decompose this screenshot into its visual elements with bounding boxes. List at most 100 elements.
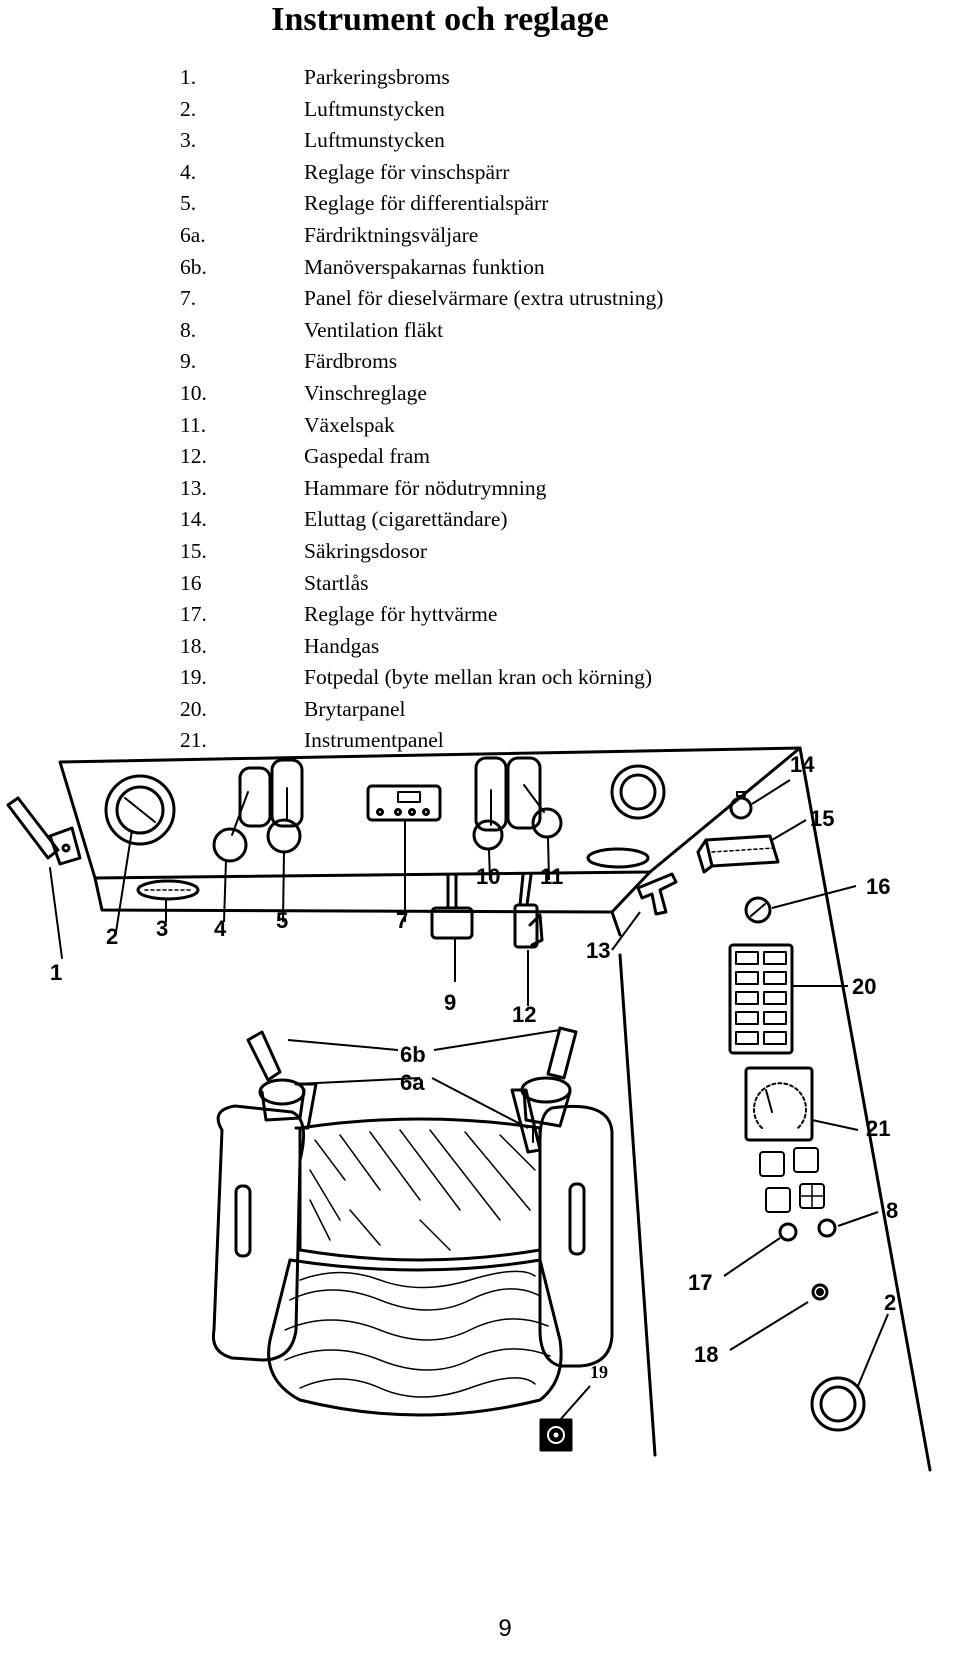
legend-item-number: 1. <box>180 65 197 89</box>
callout-20: 20 <box>852 974 876 999</box>
legend-item-text: Färdbroms <box>304 349 398 374</box>
legend-item-text: Brytarpanel <box>304 696 406 721</box>
ventilation-fan-control <box>817 1218 837 1238</box>
legend-item-number: 21. <box>180 728 207 753</box>
legend-item: 12. Gaspedal fram <box>180 441 663 473</box>
callout-13: 13 <box>586 938 610 963</box>
legend-item-text: Eluttag (cigarettändare) <box>304 507 508 532</box>
legend-item-number: 9. <box>180 349 197 374</box>
legend-item: 2.Luftmunstycken <box>180 94 663 126</box>
accelerator-pedal <box>513 873 544 949</box>
legend-item: 16 Startlås <box>180 568 663 600</box>
legend-item: 8. Ventilation fläkt <box>180 315 663 347</box>
legend-item-text: Reglage för vinschspärr <box>304 159 510 184</box>
legend-item: 21.Instrumentpanel <box>180 725 663 757</box>
legend-item-number: 15. <box>180 538 207 563</box>
legend-item-number: 6b. <box>180 254 207 279</box>
callout-11: 11 <box>540 864 563 889</box>
emergency-hammer <box>636 872 678 916</box>
legend-item: 20. Brytarpanel <box>180 694 663 726</box>
air-vent-slot-right <box>586 847 650 869</box>
air-vent-slot <box>136 879 200 901</box>
callout-2-console: 2 <box>884 1290 896 1315</box>
seat-texture <box>284 1129 551 1398</box>
legend-item-text: Reglage för differentialspärr <box>304 191 549 216</box>
legend-item-text: Gaspedal fram <box>304 444 430 469</box>
instrument-panel <box>744 1066 825 1213</box>
legend-item: 7. Panel för dieselvärmare (extra utrustn… <box>180 283 663 315</box>
legend-item-number: 18. <box>180 633 207 658</box>
legend-item-text: Säkringsdosor <box>304 538 428 563</box>
ignition-lock <box>744 896 772 924</box>
legend-item-number: 11. <box>180 412 207 437</box>
callout-17: 17 <box>688 1270 712 1295</box>
legend-item-number: 8. <box>180 317 197 342</box>
legend-item: 17. Reglage för hyttvärme <box>180 599 663 631</box>
callout-6b: 6b <box>400 1042 426 1067</box>
legend-item: 11. Växelspak <box>180 410 663 442</box>
legend-item-number: 5. <box>180 191 197 216</box>
legend-item-text: Luftmunstycken <box>304 128 445 153</box>
legend-item-text: Ventilation fläkt <box>304 317 444 342</box>
legend-item-text: Startlås <box>304 570 369 595</box>
legend-item: 4.Reglage för vinschspärr <box>180 157 663 189</box>
legend-item: 14. Eluttag (cigarettändare) <box>180 504 663 536</box>
legend-item: 1.Parkeringsbroms <box>180 62 663 94</box>
legend-item: 15. Säkringsdosor <box>180 536 663 568</box>
callout-7: 7 <box>396 908 408 933</box>
legend-item: 5. Reglage för differentialspärr <box>180 188 663 220</box>
switch-panel <box>728 943 794 1055</box>
legend-item-number: 17. <box>180 602 207 627</box>
callout-5: 5 <box>276 908 288 933</box>
legend-item-number: 14. <box>180 507 207 532</box>
differential-lock-control <box>266 758 304 854</box>
callout-15: 15 <box>810 806 834 831</box>
legend-item-text: Vinschreglage <box>304 380 427 405</box>
heater-control <box>778 1222 798 1242</box>
dashboard-outline <box>58 746 932 1472</box>
page-title: Instrument och reglage <box>271 1 609 38</box>
winch-control-lever <box>472 756 508 851</box>
parking-brake-lever <box>6 796 82 959</box>
callout-4: 4 <box>214 916 227 941</box>
callout-12: 12 <box>512 1002 536 1027</box>
gear-lever <box>506 756 563 839</box>
legend-item-number: 16 <box>180 570 202 595</box>
callout-2: 2 <box>106 924 118 949</box>
callout-10: 10 <box>476 864 500 889</box>
fuse-box <box>696 834 780 874</box>
legend-item-text: Handgas <box>304 633 380 658</box>
legend-item-number: 13. <box>180 475 207 500</box>
air-vent-console <box>810 1376 866 1432</box>
legend-item: 9. Färdbroms <box>180 346 663 378</box>
callout-1: 1 <box>50 960 62 985</box>
operator-seat <box>211 1104 614 1417</box>
legend-item-text: Fotpedal (byte mellan kran och körning) <box>304 665 653 690</box>
legend-item-text: Reglage för hyttvärme <box>304 602 498 627</box>
legend-item: 6b.Manöverspakarnas funktion <box>180 252 663 284</box>
legend-item-text: Luftmunstycken <box>304 96 445 121</box>
callout-16: 16 <box>866 874 890 899</box>
legend-item-number: 7. <box>180 286 197 311</box>
legend-item: 6a.Färdriktningsväljare <box>180 220 663 252</box>
left-joystick <box>246 1030 318 1130</box>
callout-18: 18 <box>694 1342 718 1367</box>
brake-pedal <box>430 873 474 940</box>
legend-item-number: 20. <box>180 696 207 721</box>
legend-item: 18. Handgas <box>180 631 663 663</box>
legend-item-number: 12. <box>180 444 207 469</box>
legend-item-text: Växelspak <box>304 412 395 437</box>
callout-6a: 6a <box>400 1070 425 1095</box>
callout-leaders <box>115 779 889 1421</box>
right-joystick <box>510 1026 578 1154</box>
hand-throttle <box>811 1283 829 1301</box>
legend-item-text: Panel för dieselvärmare (extra utrustnin… <box>304 286 664 311</box>
winch-lock-control <box>212 766 272 863</box>
power-outlet <box>729 791 753 820</box>
air-vent-dashboard-right <box>610 764 666 820</box>
callout-8: 8 <box>886 1198 898 1223</box>
legend-item: 13.Hammare för nödutrymning <box>180 473 663 505</box>
diesel-heater-panel <box>366 784 442 822</box>
callout-19: 19 <box>590 1362 608 1382</box>
